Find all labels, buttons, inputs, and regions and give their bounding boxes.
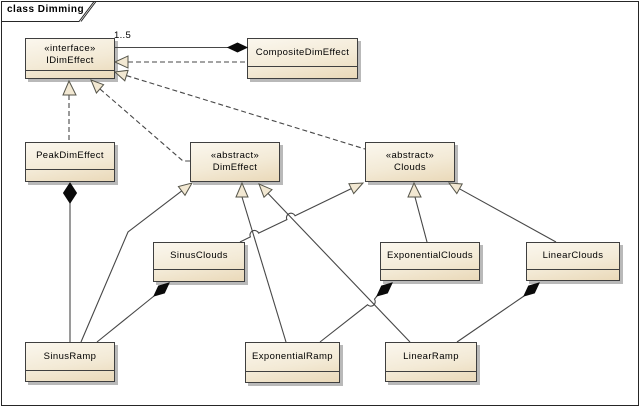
class-stereotype: «abstract» bbox=[385, 150, 435, 161]
composition-diamond bbox=[523, 282, 540, 297]
generalization-linearclouds-clouds bbox=[459, 188, 557, 243]
class-name-compartment: CompositeDimEffect bbox=[248, 39, 357, 66]
class-name-compartment: «abstract»DimEffect bbox=[191, 143, 279, 181]
composition-exponentialclouds-exponentialramp bbox=[319, 295, 378, 343]
generalization-arrowhead bbox=[447, 182, 464, 195]
class-name: DimEffect bbox=[212, 162, 258, 173]
generalization-arrowhead bbox=[258, 183, 273, 199]
generalization-sinusclouds-clouds bbox=[239, 188, 352, 243]
class-box-peakdimeffect[interactable]: PeakDimEffect bbox=[25, 142, 115, 182]
composition-sinusclouds-sinusramp bbox=[96, 295, 155, 343]
realization-arrowhead bbox=[113, 55, 129, 69]
composition-diamond bbox=[226, 42, 249, 53]
class-name-compartment: LinearClouds bbox=[527, 243, 619, 269]
class-name-compartment: ExponentialClouds bbox=[381, 243, 479, 269]
class-box-dimeffect[interactable]: «abstract»DimEffect bbox=[190, 142, 280, 182]
class-name: SinusRamp bbox=[43, 350, 97, 362]
generalization-exponentialclouds-clouds bbox=[414, 196, 428, 243]
compartment-separator bbox=[26, 370, 114, 371]
class-name: LinearClouds bbox=[542, 250, 604, 261]
class-name: ExponentialRamp bbox=[252, 351, 333, 362]
class-name: ExponentialClouds bbox=[386, 250, 474, 261]
compartment-separator bbox=[26, 70, 114, 71]
class-name-compartment: SinusRamp bbox=[26, 343, 114, 370]
class-name: SinusClouds bbox=[170, 250, 228, 261]
class-name-compartment: PeakDimEffect bbox=[26, 143, 114, 169]
generalization-arrowhead bbox=[348, 182, 365, 195]
realization-clouds-idimeffect bbox=[126, 75, 366, 150]
realization-arrowhead bbox=[90, 79, 105, 94]
generalization-arrowhead bbox=[235, 181, 249, 198]
class-box-sinusramp[interactable]: SinusRamp bbox=[25, 342, 115, 382]
class-name-compartment: ExponentialRamp bbox=[246, 343, 339, 371]
class-name: LinearRamp bbox=[403, 351, 459, 362]
compartment-separator bbox=[381, 269, 479, 270]
class-box-exponentialclouds[interactable]: ExponentialClouds bbox=[380, 242, 480, 281]
class-box-linearramp[interactable]: LinearRamp bbox=[385, 342, 477, 382]
composition-linearclouds-linearramp bbox=[456, 295, 525, 343]
class-box-linearclouds[interactable]: LinearClouds bbox=[526, 242, 620, 281]
compartment-separator bbox=[386, 371, 476, 372]
class-name: CompositeDimEffect bbox=[255, 46, 350, 58]
class-name: Clouds bbox=[394, 162, 426, 173]
compartment-separator bbox=[26, 169, 114, 170]
generalization-exponentialramp-dimeffect bbox=[241, 196, 287, 343]
realization-arrowhead bbox=[62, 79, 77, 96]
class-name-compartment: SinusClouds bbox=[154, 243, 244, 269]
diagram-frame-label: class Dimming bbox=[7, 4, 85, 15]
multiplicity-label: 1..5 bbox=[114, 30, 132, 41]
class-box-exponentialramp[interactable]: ExponentialRamp bbox=[245, 342, 340, 383]
class-name-compartment: «abstract»Clouds bbox=[366, 143, 454, 181]
class-box-sinusclouds[interactable]: SinusClouds bbox=[153, 242, 245, 282]
class-stereotype: «abstract» bbox=[210, 150, 260, 161]
generalization-arrowhead bbox=[407, 181, 422, 198]
composition-diamond bbox=[153, 282, 170, 297]
realization-arrowhead bbox=[113, 69, 129, 82]
class-name-compartment: LinearRamp bbox=[386, 343, 476, 371]
class-box-compositedimeffect[interactable]: CompositeDimEffect bbox=[247, 38, 358, 79]
generalization-arrowhead bbox=[177, 182, 194, 197]
compartment-separator bbox=[527, 269, 619, 270]
compartment-separator bbox=[154, 269, 244, 270]
class-box-clouds[interactable]: «abstract»Clouds bbox=[365, 142, 455, 182]
composition-diamond bbox=[62, 182, 78, 204]
class-stereotype: «interface» bbox=[44, 42, 96, 54]
class-name-compartment: «interface»IDimEffect bbox=[26, 39, 114, 70]
composition-diamond bbox=[376, 282, 393, 297]
compartment-separator bbox=[248, 66, 357, 67]
class-name: PeakDimEffect bbox=[36, 150, 104, 161]
compartment-separator bbox=[246, 371, 339, 372]
class-name: IDimEffect bbox=[46, 54, 94, 66]
class-box-idimeffect[interactable]: «interface»IDimEffect bbox=[25, 38, 115, 79]
